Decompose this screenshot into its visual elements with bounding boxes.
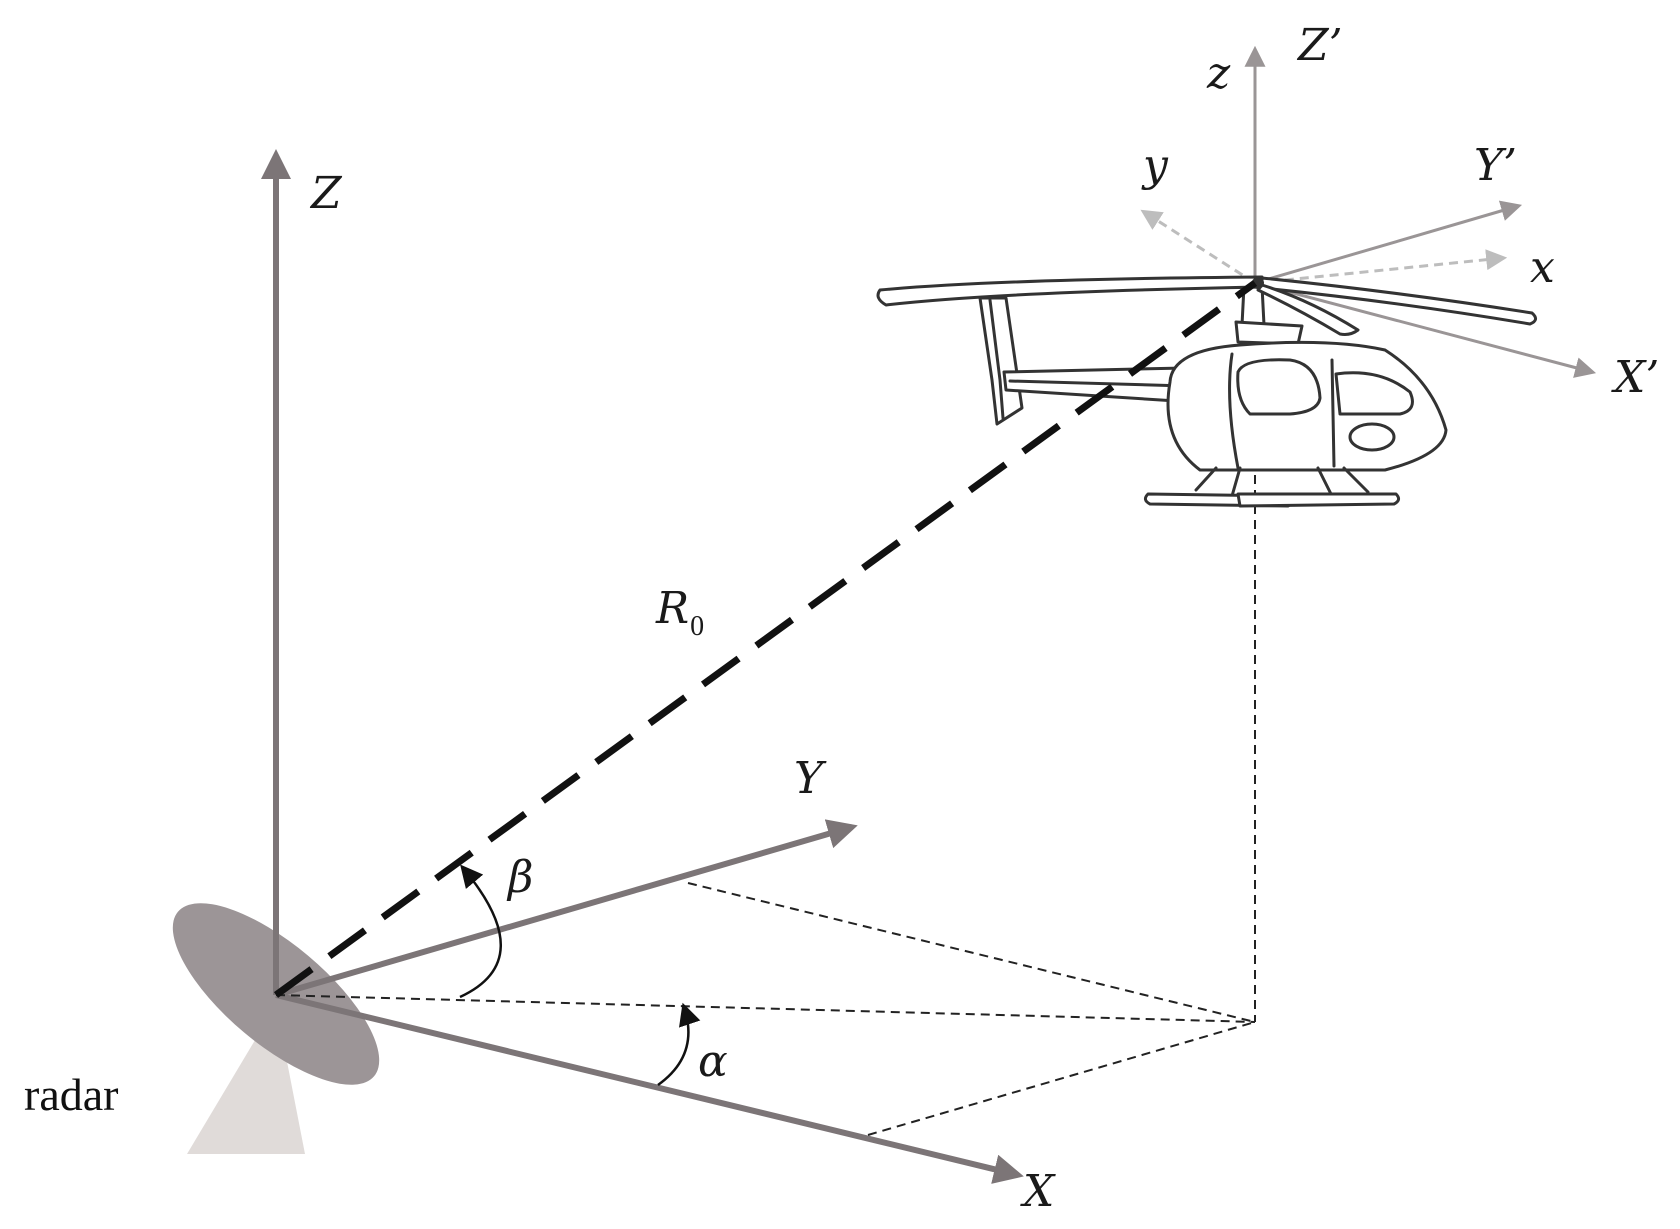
- radar-x-label: X: [1020, 1166, 1056, 1217]
- target-x-prime-label: X’: [1611, 352, 1659, 403]
- body-z-label: z: [1206, 48, 1231, 99]
- azimuth-angle-arc: [657, 1002, 701, 1087]
- target-y-prime-label: Y’: [1474, 140, 1517, 191]
- elevation-label: β: [506, 852, 533, 903]
- target-x-prime-axis: [1254, 281, 1597, 378]
- body-y-label: y: [1141, 140, 1169, 191]
- projection-x-line: [867, 1021, 1256, 1136]
- target-z-prime-label: Z’: [1296, 20, 1343, 71]
- target-y-prime-axis: [1254, 200, 1523, 285]
- projection-lines: [275, 475, 1256, 1136]
- body-x-label: x: [1530, 242, 1555, 293]
- elevation-angle-arc: [459, 864, 502, 999]
- radar-z-label: Z: [309, 168, 343, 219]
- helicopter-icon: [876, 275, 1537, 508]
- azimuth-label: α: [698, 1036, 728, 1087]
- radar-axes: [261, 149, 1024, 1184]
- projection-y-line: [687, 882, 1256, 1023]
- body-x-axis: [1254, 249, 1508, 285]
- radar-y-label: Y: [794, 753, 827, 804]
- radar-x-axis: [275, 992, 1024, 1184]
- range-line: [273, 280, 1258, 998]
- range-label: R0: [655, 583, 704, 642]
- radar-y-axis: [275, 819, 858, 998]
- projection-ground-line: [275, 994, 1256, 1023]
- body-y-axis: [1140, 209, 1256, 285]
- radar-label: radar: [24, 1069, 118, 1120]
